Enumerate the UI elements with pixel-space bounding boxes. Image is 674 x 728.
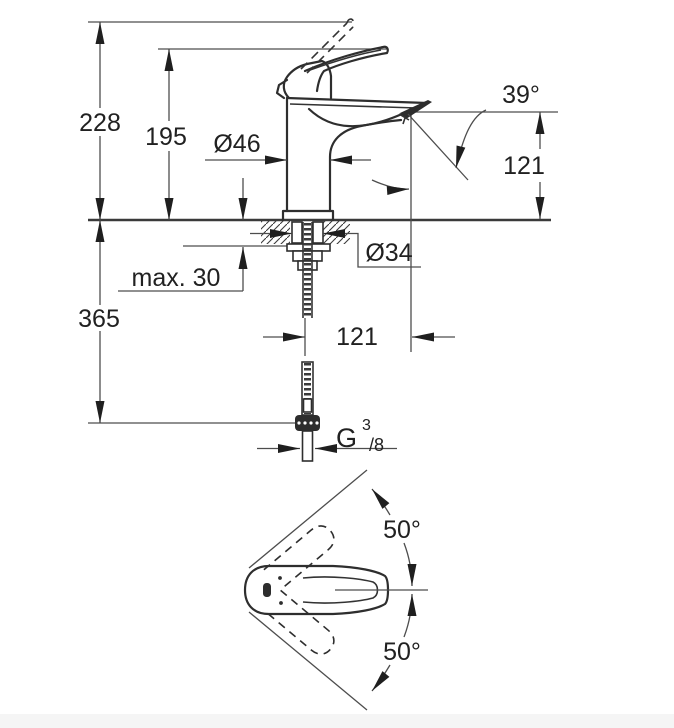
lever-handle — [275, 18, 389, 100]
handle-dot-upper — [278, 576, 282, 580]
dim-total-height-label: 228 — [79, 109, 121, 137]
extension-lines — [88, 21, 558, 424]
hose-connector-nut — [295, 415, 320, 431]
swivel-angle-lower-label: 50° — [383, 638, 421, 666]
handle-logo-mark — [263, 583, 271, 597]
swivel-annotation — [248, 469, 428, 711]
dim-spout-reach-label: 121 — [336, 323, 378, 351]
page-edge-shade — [0, 714, 674, 728]
dim-stream-angle-label: 39° — [502, 81, 540, 109]
top-view: 50° 50° — [243, 469, 428, 711]
dim-counter-thickness-label: max. 30 — [132, 264, 221, 292]
spout-deck — [285, 96, 429, 105]
thread-numerator: 3 — [362, 417, 371, 434]
mounting-assembly — [286, 221, 331, 318]
dim-hole-diameter-label: Ø34 — [365, 239, 412, 267]
handle-rotated-down-dashed — [263, 589, 335, 655]
front-view: 228 195 Ø46 39° 121 max. 30 Ø34 365 121 … — [78, 18, 558, 462]
dim-below-counter-label: 365 — [78, 305, 120, 333]
dim-base-diameter-label: Ø46 — [213, 130, 260, 158]
dim-lever-height-label: 195 — [145, 123, 187, 151]
dim-spout-height-label: 121 — [503, 152, 545, 180]
supply-hose — [295, 361, 320, 462]
thread-denominator: /8 — [369, 435, 384, 455]
spout-bowl-curve — [307, 107, 404, 128]
faucet-body — [281, 96, 469, 222]
water-stream-line — [407, 113, 469, 181]
thread-prefix: G — [336, 423, 357, 453]
dimension-lines — [95, 22, 545, 453]
raised-lever-dashed — [300, 18, 355, 74]
handle-rotated-up-dashed — [263, 525, 335, 591]
swivel-angle-upper-label: 50° — [383, 516, 421, 544]
dim-thread-label: G 3 /8 — [336, 417, 384, 455]
handle-dot-lower — [279, 601, 283, 605]
